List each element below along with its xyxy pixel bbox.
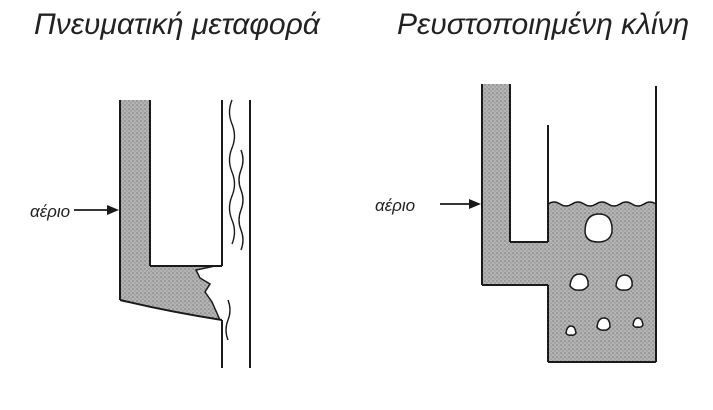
gas-flow-lines [225,99,244,341]
bubble-small-center [596,317,611,331]
bubble-mid-right [615,274,633,291]
gas-label-right: αέριο [375,196,416,215]
arrow-head-icon [469,199,481,209]
pneumatic-transport-diagram [74,99,251,368]
title-pneumatic-transport: Πνευματική μεταφορά [34,8,320,41]
solids-bed [482,84,656,362]
title-fluidized-bed: Ρευστοποιημένη κλίνη [397,8,690,41]
bubble-large [584,213,613,243]
bubble-mid-left [569,273,589,291]
gas-arrow-left [74,205,119,215]
gas-label-left: αέριο [30,202,71,221]
arrow-head-icon [107,205,119,215]
bed-surface [547,201,657,207]
gas-arrow-right [440,199,481,209]
solids-standpipe-left [120,100,220,320]
gas-bubbles [565,213,644,336]
fluidized-bed-diagram [440,84,657,363]
bubble-small-left [565,325,577,336]
connector-bottom-wall [119,299,223,321]
bubble-small-right [632,317,644,328]
